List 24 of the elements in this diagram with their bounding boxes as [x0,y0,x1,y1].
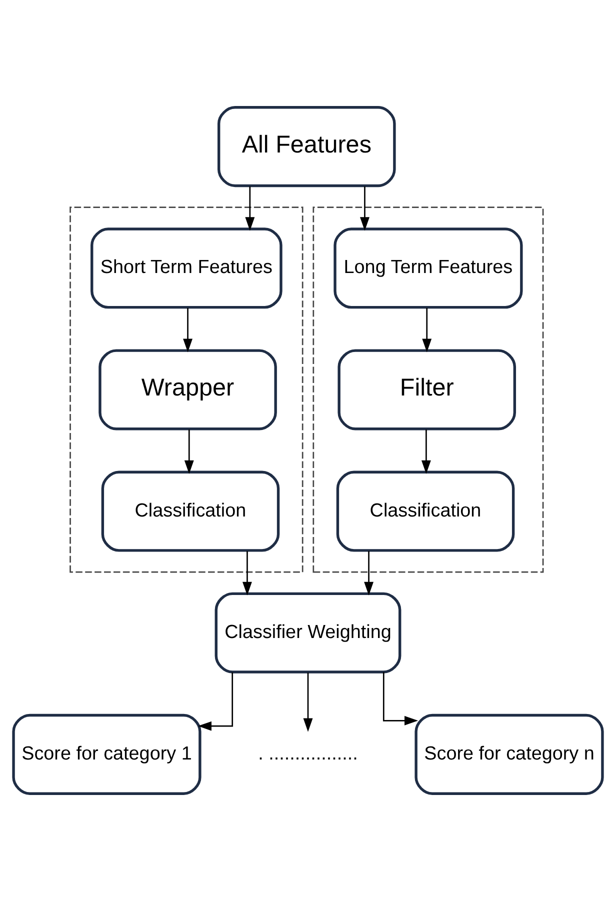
node-box: Classification [101,470,280,552]
arrow [360,186,370,230]
node-box: Score for category n [414,713,604,794]
arrow [184,429,194,474]
arrow [421,429,431,474]
node-box: Classifier Weighting [214,592,402,673]
node-text: . ................. [258,742,358,764]
arrow [382,672,418,725]
arrow [242,550,252,595]
node-box: Wrapper [98,348,277,430]
arrow [303,672,313,732]
arrow [183,307,193,352]
cluster [312,206,544,572]
node-box: Short Term Features [90,227,282,308]
node-box: Long Term Features [334,227,523,308]
arrow [364,550,374,595]
node-box: All Features [218,106,396,187]
arrow [245,186,255,230]
node-box: Score for category 1 [12,713,202,794]
arrow [422,307,432,352]
arrow [198,672,234,730]
node-box: Filter [338,348,516,430]
node-box: Classification [336,470,515,552]
cluster [70,206,304,572]
